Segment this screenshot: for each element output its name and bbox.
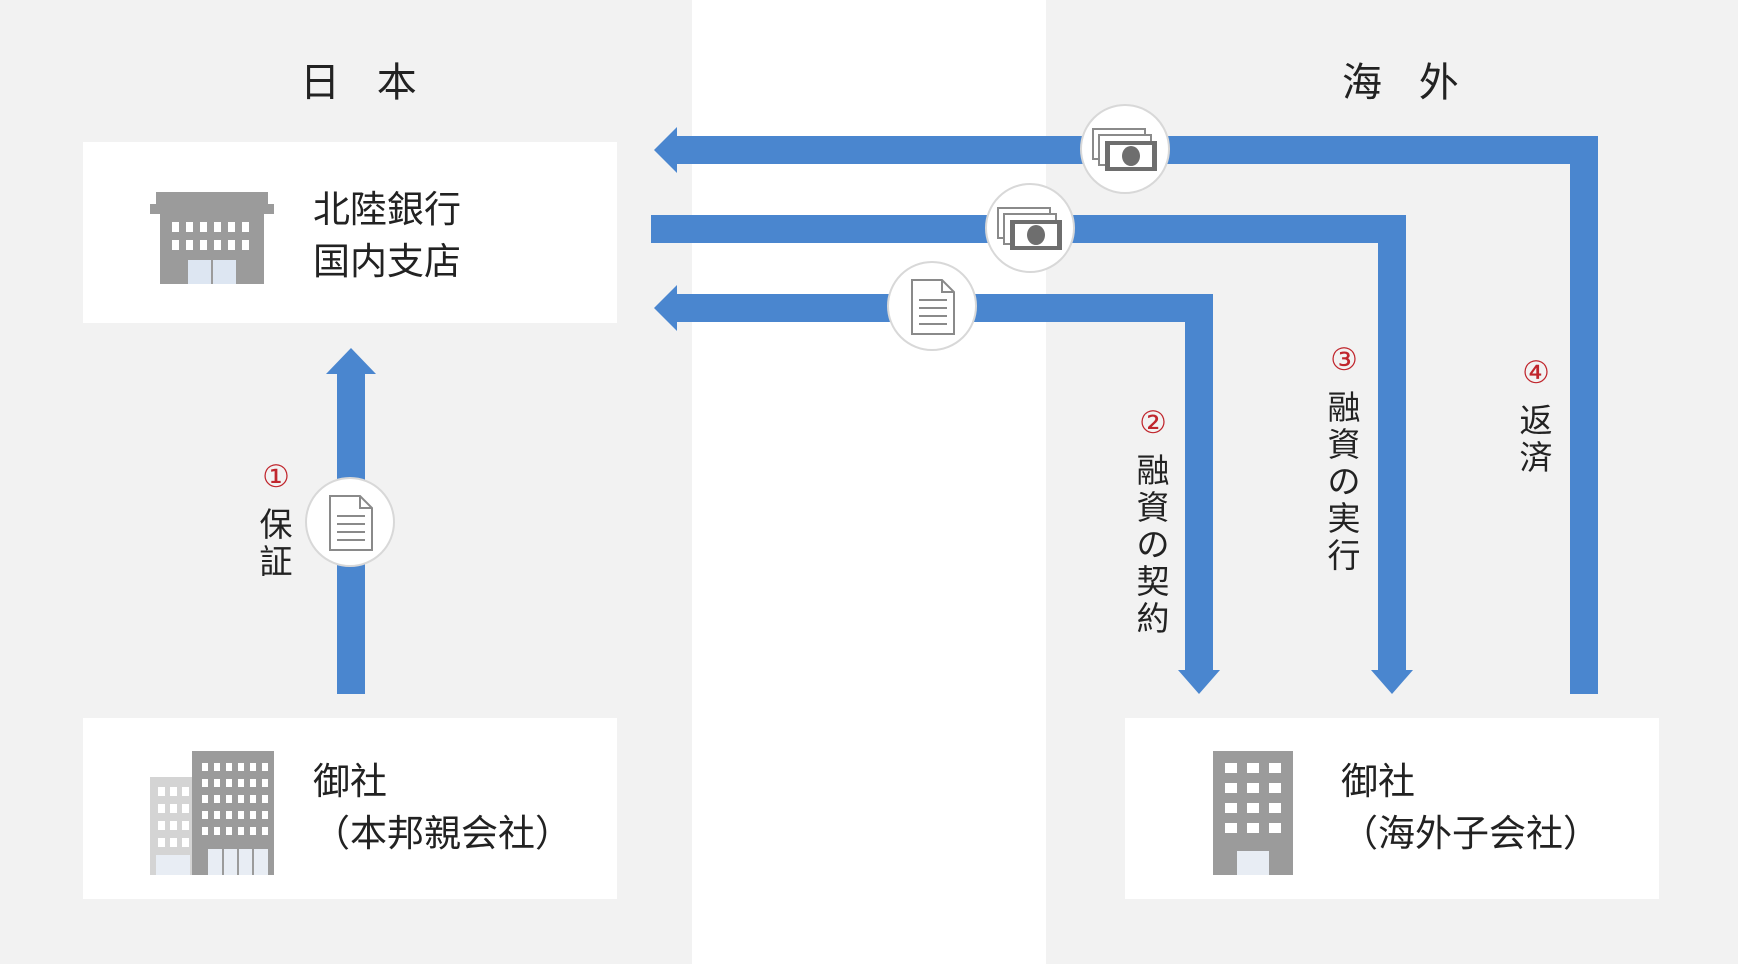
- step-4-text: 返済: [1519, 401, 1553, 477]
- office-building-icon: [1213, 751, 1293, 875]
- arrow-repayment: [654, 127, 1598, 694]
- bank-name-line1: 北陸銀行: [313, 188, 461, 231]
- step-4-label: ④ 返済: [1514, 352, 1558, 476]
- money-icon: [1080, 104, 1170, 194]
- subsidiary-name-line2: （海外子会社）: [1341, 812, 1600, 855]
- step-2-number: ②: [1139, 405, 1167, 441]
- subsidiary-name-line1: 御社: [1341, 760, 1415, 803]
- document-icon: [305, 477, 395, 567]
- bank-name-line2: 国内支店: [313, 240, 461, 283]
- bank-building-icon: [150, 192, 274, 284]
- parent-company-box: 御社 （本邦親会社）: [83, 718, 617, 899]
- office-buildings-icon: [150, 751, 274, 875]
- subsidiary-box: 御社 （海外子会社）: [1125, 718, 1659, 899]
- heading-overseas: 海 外: [1342, 60, 1471, 106]
- bank-name: 北陸銀行 国内支店: [313, 184, 461, 288]
- subsidiary-name: 御社 （海外子会社）: [1341, 756, 1600, 860]
- step-1-label: ① 保証: [254, 456, 298, 580]
- parent-company-name-line1: 御社: [313, 760, 387, 803]
- step-2-label: ② 融資の契約: [1131, 402, 1175, 637]
- step-4-number: ④: [1522, 355, 1550, 391]
- arrow-loan-execution: [651, 215, 1413, 694]
- parent-company-name: 御社 （本邦親会社）: [313, 756, 572, 860]
- step-2-text: 融資の契約: [1136, 451, 1170, 638]
- parent-company-name-line2: （本邦親会社）: [313, 812, 572, 855]
- document-icon: [887, 261, 977, 351]
- step-3-number: ③: [1330, 342, 1358, 378]
- step-3-label: ③ 融資の実行: [1322, 339, 1366, 574]
- step-3-text: 融資の実行: [1327, 388, 1361, 575]
- step-1-number: ①: [262, 459, 290, 495]
- heading-japan: 日 本: [300, 60, 429, 106]
- bank-box: 北陸銀行 国内支店: [83, 142, 617, 323]
- money-icon: [985, 183, 1075, 273]
- step-1-text: 保証: [259, 505, 293, 581]
